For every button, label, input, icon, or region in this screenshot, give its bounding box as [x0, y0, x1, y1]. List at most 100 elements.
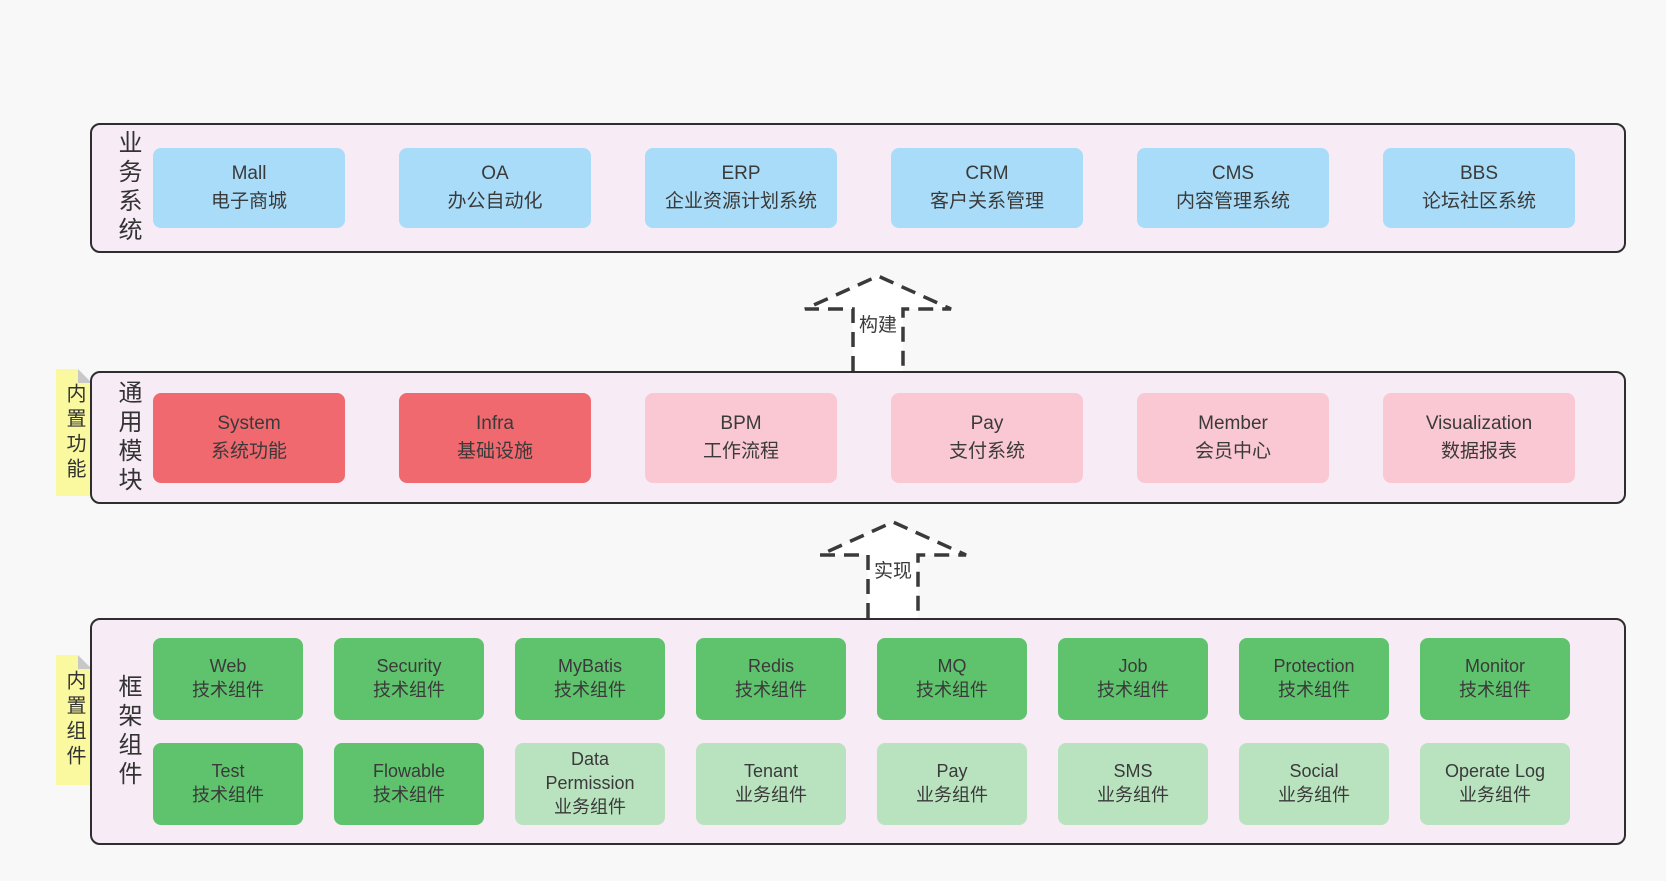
box-subtitle: 技术组件 — [1278, 680, 1350, 700]
layer-business-systems: 业务系统 Mall 电子商城 OA 办公自动化 ERP 企业资源计划系统 CRM… — [90, 123, 1626, 253]
box-subtitle: 技术组件 — [373, 680, 445, 700]
box-title: OA — [481, 163, 509, 185]
box-subtitle: 业务组件 — [735, 785, 807, 805]
box-monitor: Monitor 技术组件 — [1420, 638, 1570, 720]
box-subtitle: 技术组件 — [735, 680, 807, 700]
box-subtitle: 业务组件 — [1459, 785, 1531, 805]
layer-label-common-modules: 通用模块 — [114, 379, 141, 496]
box-subtitle: 支付系统 — [948, 440, 1025, 462]
box-subtitle: 基础设施 — [456, 440, 533, 462]
box-title: Member — [1198, 412, 1268, 434]
box-redis: Redis 技术组件 — [696, 638, 846, 720]
layer-label-framework-components: 框架组件 — [114, 673, 141, 790]
box-title: SMS — [1113, 761, 1153, 782]
box-mybatis: MyBatis 技术组件 — [515, 638, 665, 720]
box-subtitle: 技术组件 — [916, 680, 988, 700]
box-title: Pay — [936, 761, 968, 782]
box-subtitle: 会员中心 — [1194, 440, 1271, 462]
layer-framework-components: 框架组件 Web 技术组件 Security 技术组件 MyBatis 技术组件… — [90, 618, 1626, 845]
box-sms: SMS 业务组件 — [1058, 743, 1208, 825]
box-title: Visualization — [1425, 412, 1533, 434]
box-title: ERP — [721, 163, 761, 185]
box-title: BPM — [720, 412, 762, 434]
box-cms: CMS 内容管理系统 — [1137, 148, 1329, 228]
box-title: Job — [1118, 656, 1148, 677]
box-subtitle: 业务组件 — [1278, 785, 1350, 805]
box-subtitle: 业务组件 — [554, 796, 626, 817]
box-title: Protection — [1273, 656, 1355, 677]
box-subtitle: 技术组件 — [192, 680, 264, 700]
box-crm: CRM 客户关系管理 — [891, 148, 1083, 228]
box-test: Test 技术组件 — [153, 743, 303, 825]
box-bpm: BPM 工作流程 — [645, 392, 837, 483]
box-title: CMS — [1211, 163, 1255, 185]
layer-common-modules: 通用模块 System 系统功能 Infra 基础设施 BPM 工作流程 Pay… — [90, 371, 1626, 504]
box-tenant: Tenant 业务组件 — [696, 743, 846, 825]
box-infra: Infra 基础设施 — [399, 392, 591, 483]
box-subtitle: 技术组件 — [373, 785, 445, 805]
box-data-permission: Data Permission 业务组件 — [515, 743, 665, 825]
box-title: Operate Log — [1444, 761, 1546, 782]
box-social: Social 业务组件 — [1239, 743, 1389, 825]
box-title: System — [217, 412, 281, 434]
sticky-note-built-in-components: 内置组件 — [56, 655, 92, 785]
box-title: Web — [209, 656, 247, 677]
box-mq: MQ 技术组件 — [877, 638, 1027, 720]
box-erp: ERP 企业资源计划系统 — [645, 148, 837, 228]
box-subtitle: 办公自动化 — [447, 191, 543, 212]
box-title: Flowable — [372, 761, 446, 782]
sticky-note-label: 内置功能 — [63, 382, 85, 483]
box-subtitle: 系统功能 — [210, 440, 287, 462]
box-subtitle: 内容管理系统 — [1175, 191, 1290, 212]
box-title: Tenant — [743, 761, 799, 782]
box-member: Member 会员中心 — [1137, 392, 1329, 483]
box-mall: Mall 电子商城 — [153, 148, 345, 228]
box-job: Job 技术组件 — [1058, 638, 1208, 720]
box-subtitle: 业务组件 — [1097, 785, 1169, 805]
box-bbs: BBS 论坛社区系统 — [1383, 148, 1575, 228]
box-subtitle: 技术组件 — [1459, 680, 1531, 700]
box-title: Social — [1289, 761, 1339, 782]
framework-boxes-grid: Web 技术组件 Security 技术组件 MyBatis 技术组件 Redi… — [153, 638, 1570, 825]
box-subtitle: 电子商城 — [210, 191, 287, 212]
box-title: MQ — [937, 656, 967, 677]
box-subtitle: 业务组件 — [916, 785, 988, 805]
box-subtitle: 数据报表 — [1440, 440, 1517, 462]
sticky-note-built-in-features: 内置功能 — [56, 369, 92, 496]
box-title: Mall — [231, 163, 267, 185]
box-pay-component: Pay 业务组件 — [877, 743, 1027, 825]
box-title: CRM — [965, 163, 1009, 185]
box-web: Web 技术组件 — [153, 638, 303, 720]
box-title: Monitor — [1464, 656, 1526, 677]
box-protection: Protection 技术组件 — [1239, 638, 1389, 720]
box-visualization: Visualization 数据报表 — [1383, 392, 1575, 483]
box-title: Infra — [475, 412, 515, 434]
box-security: Security 技术组件 — [334, 638, 484, 720]
box-title: Pay — [970, 412, 1004, 434]
build-arrow-label: 构建 — [855, 310, 901, 337]
business-boxes-row: Mall 电子商城 OA 办公自动化 ERP 企业资源计划系统 CRM 客户关系… — [153, 148, 1575, 228]
box-title: MyBatis — [557, 656, 622, 677]
box-pay-system: Pay 支付系统 — [891, 392, 1083, 483]
box-subtitle: 论坛社区系统 — [1421, 191, 1536, 212]
box-subtitle: 技术组件 — [554, 680, 626, 700]
box-title: Test — [211, 761, 245, 782]
box-subtitle: 技术组件 — [1097, 680, 1169, 700]
box-oa: OA 办公自动化 — [399, 148, 591, 228]
box-subtitle: 工作流程 — [702, 440, 779, 462]
implement-arrow: 实现 — [818, 520, 968, 618]
box-flowable: Flowable 技术组件 — [334, 743, 484, 825]
box-title: Security — [376, 656, 442, 677]
box-subtitle: 企业资源计划系统 — [664, 191, 817, 212]
box-system: System 系统功能 — [153, 392, 345, 483]
box-title: Redis — [747, 656, 795, 677]
sticky-note-label: 内置组件 — [63, 670, 85, 770]
module-boxes-row: System 系统功能 Infra 基础设施 BPM 工作流程 Pay 支付系统… — [153, 392, 1575, 483]
box-title: BBS — [1459, 163, 1499, 185]
layer-label-business-systems: 业务系统 — [114, 130, 141, 246]
implement-arrow-label: 实现 — [870, 556, 916, 583]
box-subtitle: 技术组件 — [192, 785, 264, 805]
box-subtitle: 客户关系管理 — [929, 191, 1044, 212]
box-title: Data Permission — [545, 749, 635, 794]
box-operate-log: Operate Log 业务组件 — [1420, 743, 1570, 825]
